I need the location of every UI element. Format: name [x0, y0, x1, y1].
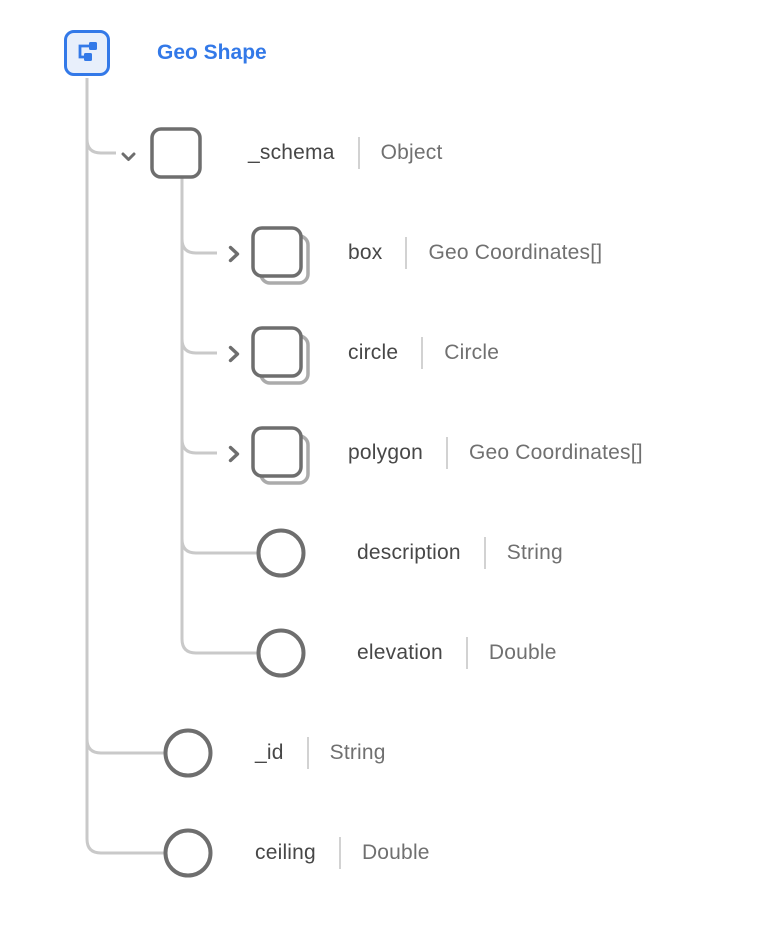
stacked-squares-icon [251, 326, 310, 385]
field-type: String [506, 541, 563, 564]
tree-node-elevation[interactable]: elevation Double [256, 625, 557, 681]
circle-field-icon [163, 728, 213, 778]
circle-field-icon [256, 628, 306, 678]
type-divider [465, 637, 468, 669]
field-name: _id [255, 741, 284, 764]
field-name: box [348, 241, 383, 264]
field-name: polygon [348, 441, 423, 464]
chevron-down-icon[interactable] [121, 152, 136, 162]
chevron-right-icon[interactable] [228, 245, 240, 263]
type-divider [445, 437, 448, 469]
chevron-right-icon[interactable] [228, 345, 240, 363]
tree-node-ceiling[interactable]: ceiling Double [163, 825, 430, 881]
tree-node-schema[interactable]: _schema Object [121, 125, 443, 181]
type-divider [421, 337, 424, 369]
type-divider [405, 237, 408, 269]
tree-node-id[interactable]: _id String [163, 725, 386, 781]
tree-node-polygon[interactable]: polygon Geo Coordinates[] [228, 425, 643, 485]
type-divider [306, 737, 309, 769]
stacked-squares-icon [251, 426, 310, 485]
schema-tree-icon [64, 30, 110, 76]
field-name: circle [348, 341, 399, 364]
field-name: elevation [357, 641, 443, 664]
tree-node-description[interactable]: description String [256, 525, 563, 581]
circle-field-icon [163, 828, 213, 878]
field-type: Circle [444, 341, 500, 364]
stacked-squares-icon [251, 226, 310, 285]
field-type: Object [380, 141, 443, 164]
type-divider [483, 537, 486, 569]
tree-node-circle[interactable]: circle Circle [228, 325, 500, 385]
chevron-right-icon[interactable] [228, 445, 240, 463]
type-divider [357, 137, 360, 169]
field-type: Double [488, 641, 557, 664]
field-type: Double [361, 841, 430, 864]
tree-node-box[interactable]: box Geo Coordinates[] [228, 225, 603, 285]
schema-title: Geo Shape [157, 41, 267, 64]
field-name: _schema [248, 141, 335, 164]
type-divider [338, 837, 341, 869]
field-name: ceiling [255, 841, 316, 864]
field-name: description [357, 541, 461, 564]
tree-node-root[interactable]: Geo Shape [64, 25, 267, 81]
field-type: String [329, 741, 386, 764]
field-type: Geo Coordinates[] [468, 441, 643, 464]
circle-field-icon [256, 528, 306, 578]
object-field-icon [150, 127, 202, 179]
field-type: Geo Coordinates[] [428, 241, 603, 264]
